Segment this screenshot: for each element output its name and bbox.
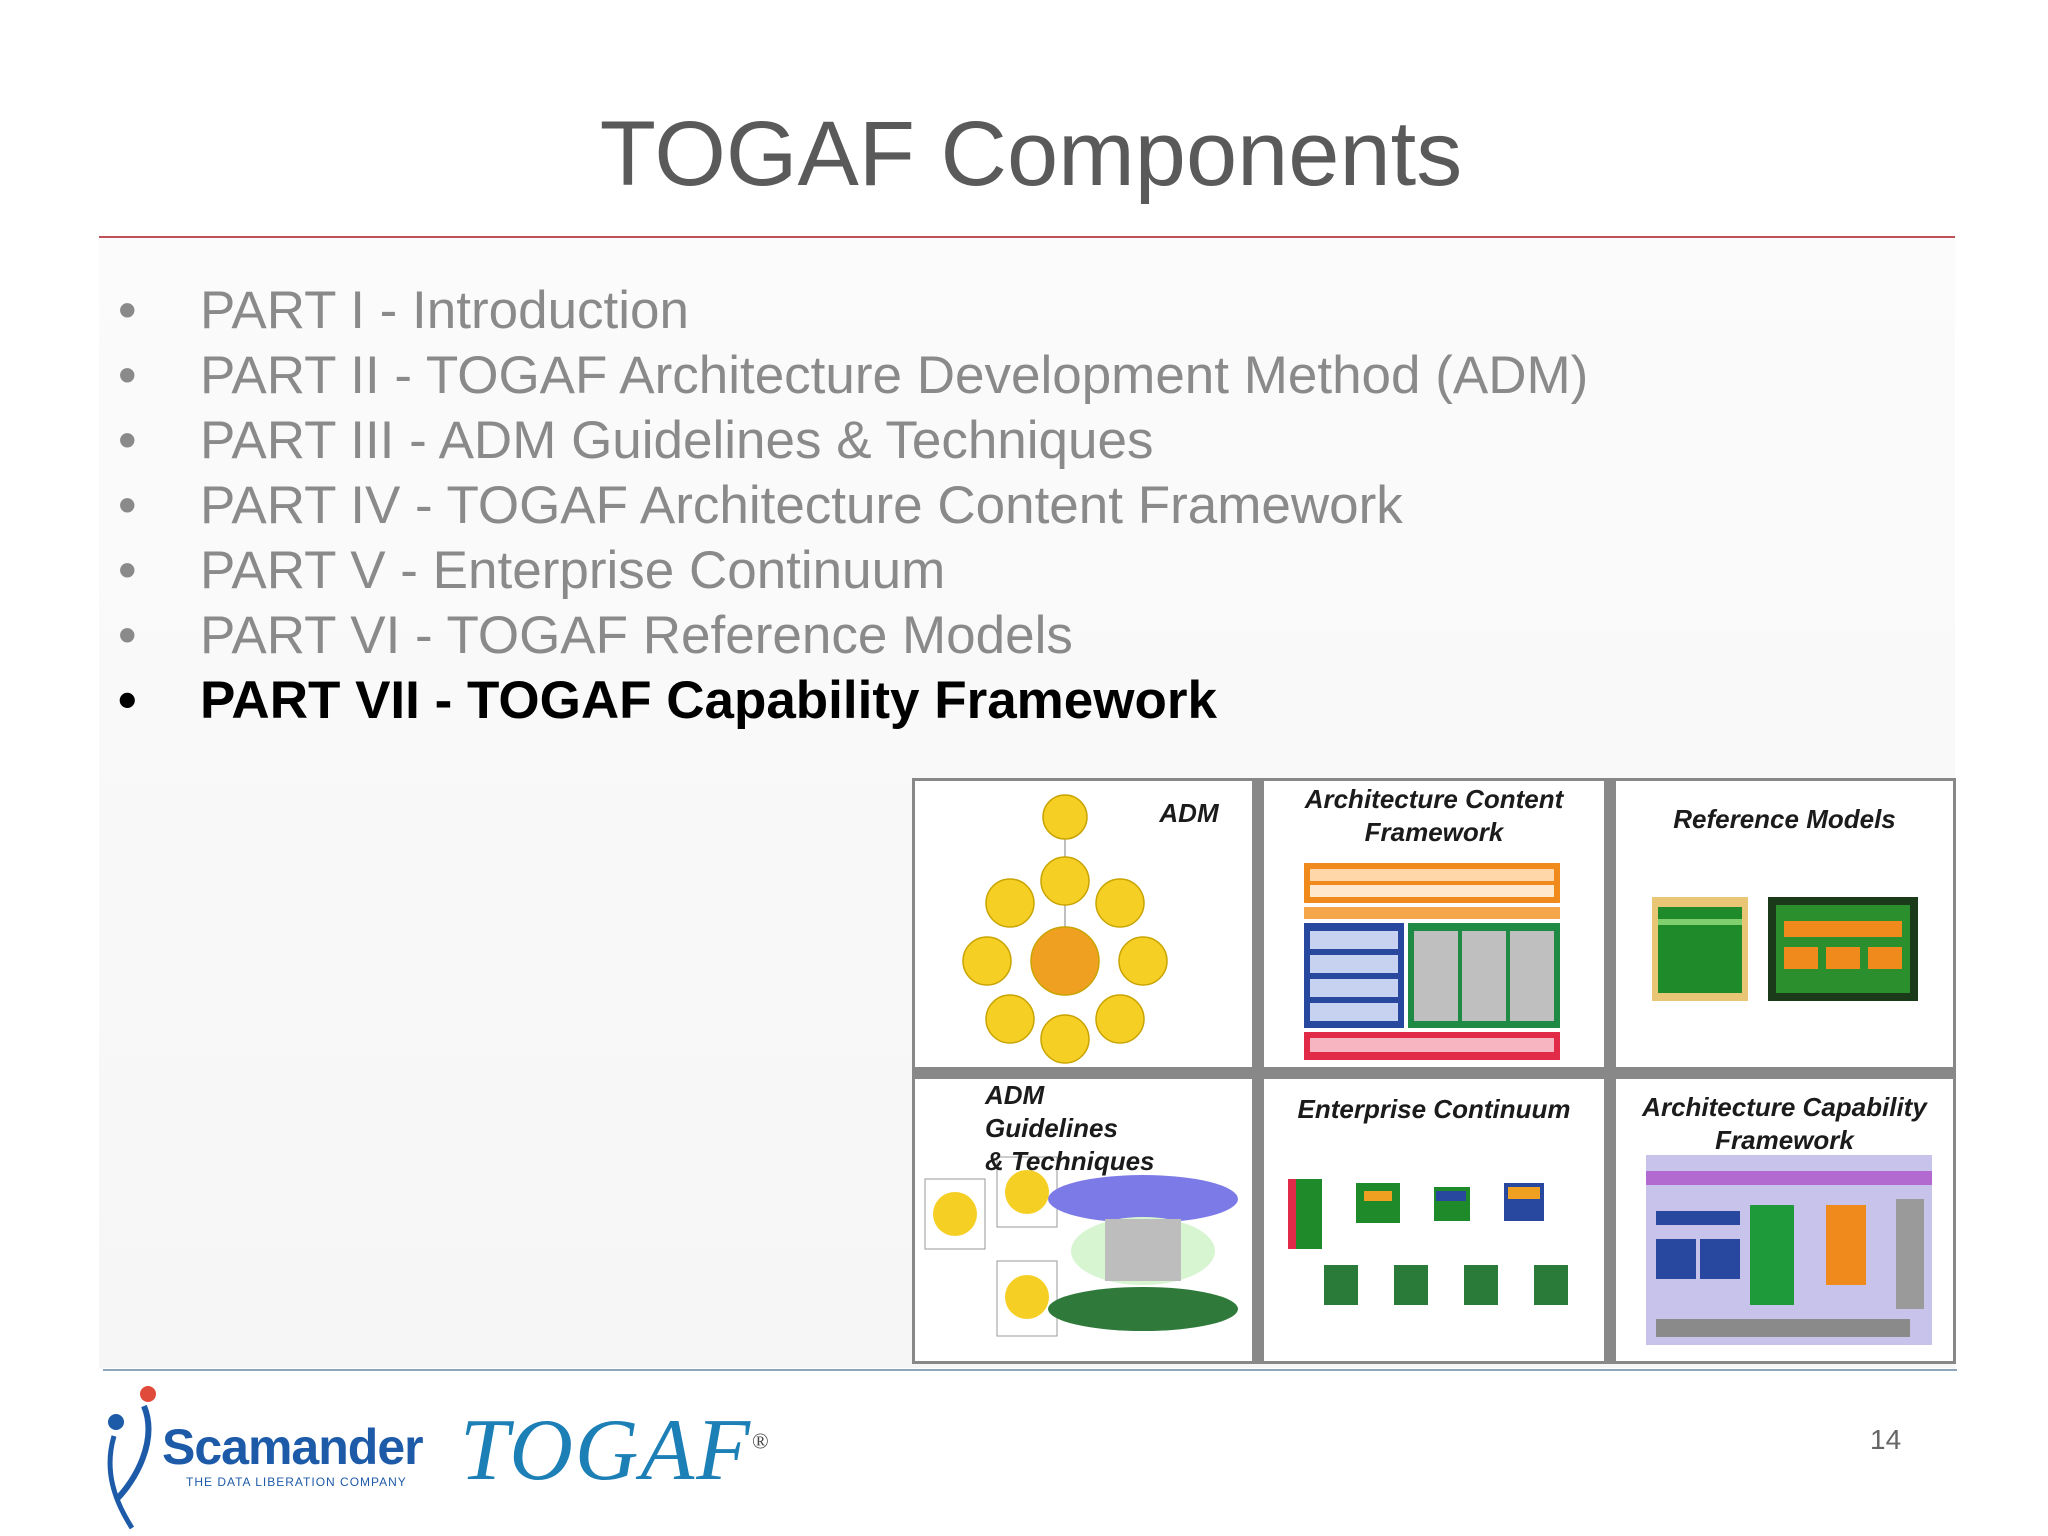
registered-mark: ® <box>751 1428 771 1454</box>
enterprise-continuum-tile: Enterprise Continuum <box>1264 1079 1604 1361</box>
capability-framework-tile: Architecture Capability Framework <box>1616 1079 1953 1361</box>
enterprise-continuum-diagram <box>1288 1179 1568 1305</box>
tile-label-line: & Techniques <box>985 1146 1155 1176</box>
capability-framework-diagram <box>1646 1155 1932 1345</box>
tile-label: Reference Models <box>1673 804 1896 834</box>
bullet-dot: • <box>118 541 137 600</box>
scamander-logo: Scamander THE DATA LIBERATION COMPANY <box>96 1380 424 1530</box>
adm-cycle-diagram <box>962 794 1168 1064</box>
bullet-text: PART II - TOGAF Architecture Development… <box>200 346 1589 405</box>
slide-title: TOGAF Components <box>599 103 1463 205</box>
guidelines-techniques-tile: ADM Guidelines & Techniques <box>915 1079 1252 1361</box>
togaf-wordmark: TOGAF <box>460 1402 752 1499</box>
bullet-text: PART V - Enterprise Continuum <box>200 541 946 600</box>
bullet-text: PART III - ADM Guidelines & Techniques <box>200 411 1154 470</box>
tile-label-line: Architecture Capability <box>1642 1092 1927 1122</box>
bullet-text: PART IV - TOGAF Architecture Content Fra… <box>200 476 1403 535</box>
bullet-dot: • <box>118 606 137 665</box>
reference-models-diagram <box>1652 897 1918 1001</box>
tile-label: Architecture Content Framework <box>1264 783 1604 849</box>
tile-label-line: ADM Guidelines <box>985 1080 1118 1143</box>
tile-label-line: Framework <box>1364 817 1504 847</box>
scamander-tagline: THE DATA LIBERATION COMPANY <box>186 1475 407 1489</box>
togaf-components-diagram: ADM Architecture Content Framework <box>912 778 1956 1364</box>
adm-tile: ADM <box>915 781 1252 1067</box>
tile-label: Architecture Capability Framework <box>1616 1091 1953 1157</box>
tile-label: Enterprise Continuum <box>1297 1094 1571 1124</box>
content-framework-diagram <box>1304 863 1560 1060</box>
togaf-logo: TOGAF® <box>460 1400 771 1501</box>
bullet-text: PART VII - TOGAF Capability Framework <box>200 671 1217 730</box>
content-framework-tile: Architecture Content Framework <box>1264 781 1604 1067</box>
tile-label: ADM <box>1159 798 1219 828</box>
footer-divider <box>103 1369 1957 1371</box>
bullet-text: PART VI - TOGAF Reference Models <box>200 606 1073 665</box>
page-number: 14 <box>1870 1424 1902 1455</box>
bullet-text: PART I - Introduction <box>200 281 690 340</box>
bullet-dot: • <box>118 281 137 340</box>
scamander-wordmark: Scamander <box>162 1419 424 1475</box>
tile-label-line: Framework <box>1715 1125 1854 1155</box>
reference-models-tile: Reference Models <box>1616 781 1953 1067</box>
guidelines-diagram <box>924 1156 1238 1337</box>
bullet-dot: • <box>118 411 137 470</box>
title-divider <box>99 236 1955 238</box>
bullet-dot: • <box>118 476 137 535</box>
scamander-figure-icon <box>107 1386 156 1530</box>
bullet-dot: • <box>118 671 137 730</box>
tile-label: ADM Guidelines & Techniques <box>985 1079 1175 1178</box>
bullet-dot: • <box>118 346 137 405</box>
tile-label-line: Architecture Content <box>1304 784 1564 814</box>
